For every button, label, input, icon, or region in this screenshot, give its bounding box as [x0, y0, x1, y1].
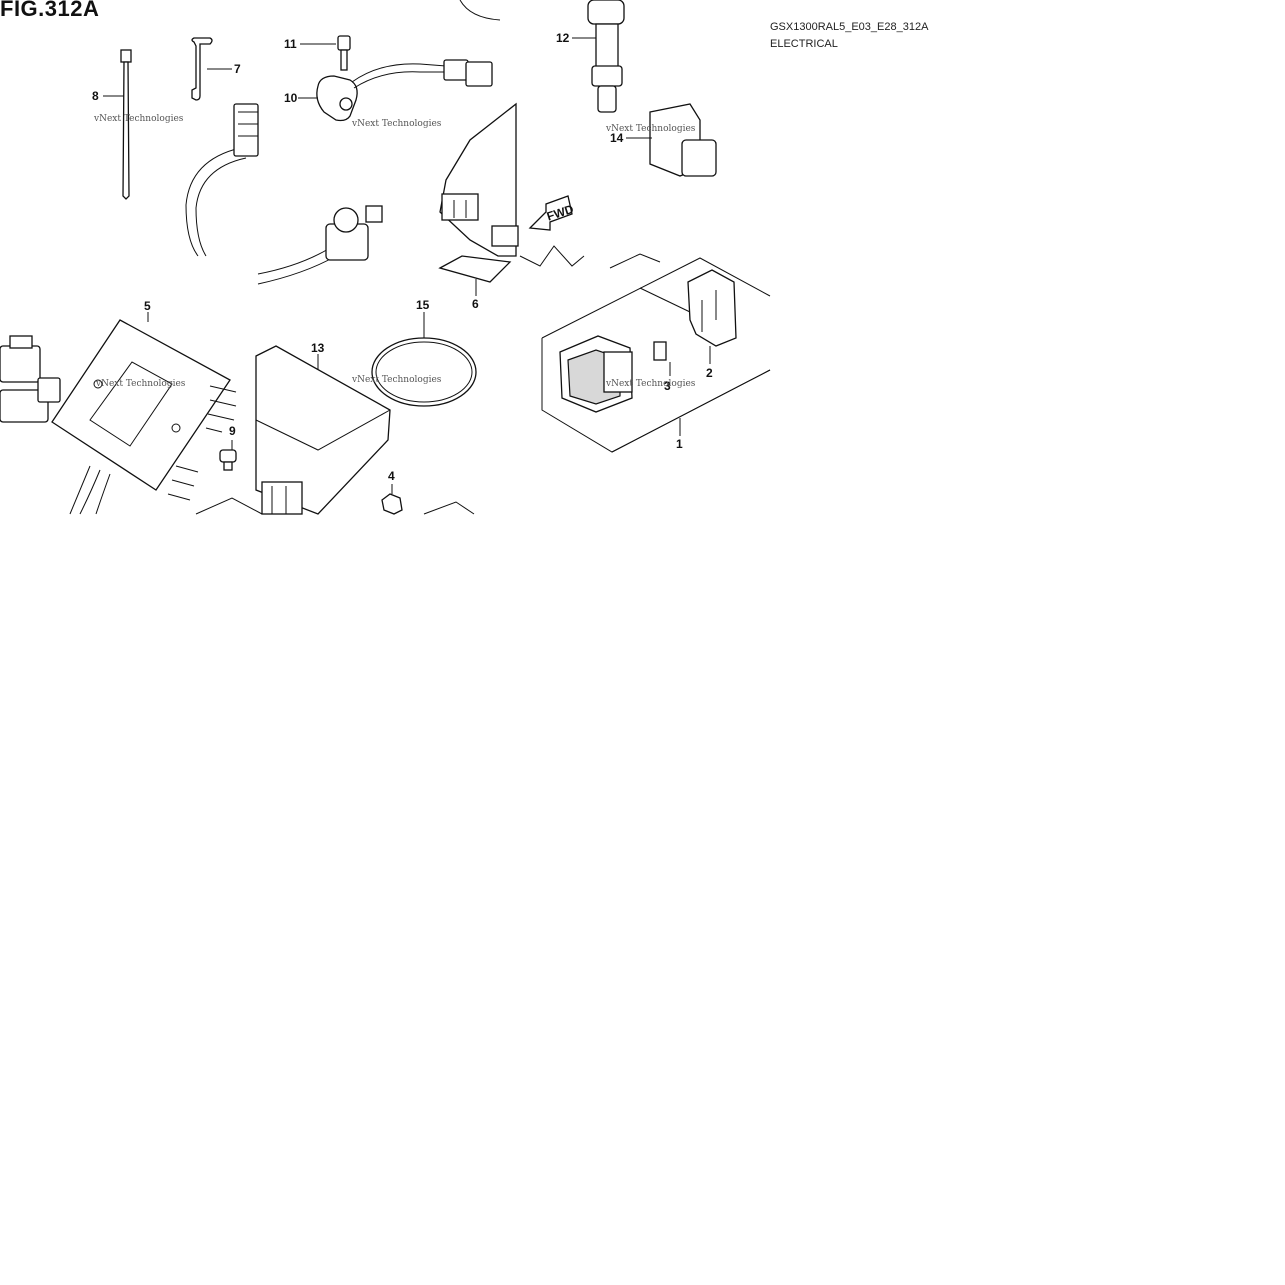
watermark: vNext Technologies	[351, 119, 442, 129]
part-15-o-ring[interactable]: 15	[371, 298, 477, 407]
crank-sensor-assembly	[257, 205, 383, 285]
callout-6: 6	[472, 297, 479, 311]
part-13-ecm[interactable]: 13	[255, 341, 391, 515]
callout-5: 5	[144, 299, 151, 313]
bracket-fragment	[195, 497, 263, 515]
part-5-regulator[interactable]: 5	[51, 299, 237, 515]
part-10-sensor[interactable]: 10	[284, 59, 493, 122]
part-6-pad[interactable]: 6	[438, 255, 512, 311]
callout-8: 8	[92, 89, 99, 103]
callout-4: 4	[388, 469, 395, 483]
callout-3: 3	[664, 379, 671, 393]
part-9-screw[interactable]: 9	[219, 424, 237, 471]
watermark: vNext Technologies	[351, 375, 442, 385]
ecm-unit-upper	[439, 102, 519, 257]
watermark: vNext Technologies	[93, 114, 184, 124]
bracket-fragment-2	[423, 501, 475, 515]
figure-code: GSX1300RAL5_E03_E28_312A	[770, 21, 929, 33]
part-14-connector[interactable]: 14	[610, 103, 717, 177]
part-11-bolt[interactable]: 11	[284, 35, 351, 71]
callout-10: 10	[284, 91, 298, 105]
section-title: ELECTRICAL	[770, 38, 838, 50]
part-1-relay-assembly[interactable]: 2 3 1	[541, 253, 771, 453]
callout-11: 11	[284, 37, 297, 51]
forward-arrow: FWD	[528, 195, 576, 231]
part-7-clamp[interactable]: 7	[191, 37, 241, 101]
watermark: vNext Technologies	[605, 124, 696, 134]
callout-15: 15	[416, 298, 430, 312]
watermark: vNext Technologies	[605, 379, 696, 389]
regulator-connectors	[0, 335, 61, 423]
callout-14: 14	[610, 131, 624, 145]
figure-title: FIG.312A	[0, 0, 100, 21]
callout-7: 7	[234, 62, 241, 76]
watermark: vNext Technologies	[95, 379, 186, 389]
callout-1: 1	[676, 437, 683, 451]
callout-12: 12	[556, 31, 570, 45]
ring-fragment	[459, 0, 501, 21]
regulator-fins	[167, 385, 237, 501]
harness-segment	[519, 245, 585, 267]
callout-2: 2	[706, 366, 713, 380]
part-12-ignition-coil[interactable]: 12	[556, 0, 625, 113]
callout-9: 9	[229, 424, 236, 438]
watermarks: vNext Technologies vNext Technologies vN…	[93, 114, 696, 389]
wiring-harness-left	[185, 103, 259, 257]
callout-13: 13	[311, 341, 325, 355]
part-4-bolt[interactable]: 4	[381, 469, 403, 515]
part-8-cable-tie[interactable]: 8	[92, 49, 132, 200]
